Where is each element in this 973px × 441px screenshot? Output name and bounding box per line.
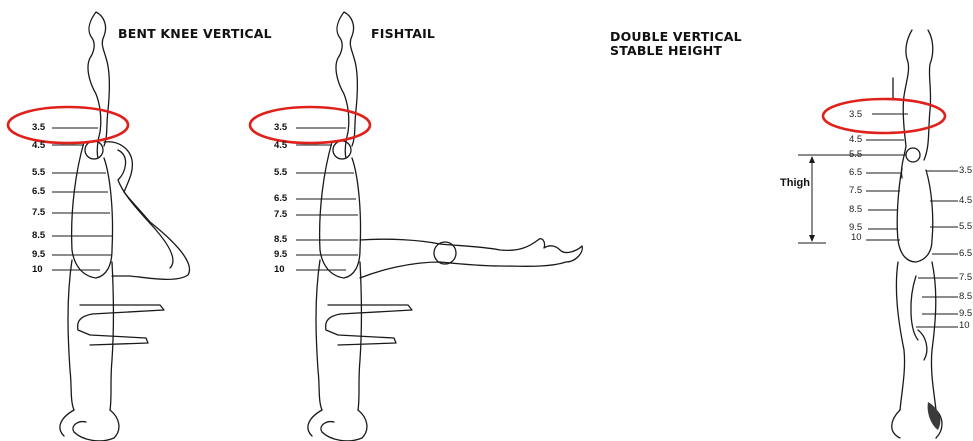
marker-label: 7.5 [849, 186, 862, 196]
marker-label: 10 [959, 321, 970, 331]
marker-label: 7.5 [959, 273, 972, 283]
marker-label: 9.5 [959, 309, 972, 319]
marker-label: 8.5 [959, 292, 972, 302]
marker-label: 6.5 [959, 249, 972, 259]
marker-label: 4.5 [849, 135, 862, 145]
marker-label: 5.5 [849, 150, 862, 160]
marker-label: 6.5 [849, 168, 862, 178]
marker-label: 3.5 [959, 166, 972, 176]
thigh-label: Thigh [780, 177, 810, 189]
highlight-ring-double-vertical [823, 99, 945, 133]
marker-label: 5.5 [959, 222, 972, 232]
marker-label: 8.5 [849, 205, 862, 215]
marker-label: 4.5 [959, 196, 972, 206]
marker-label: 3.5 [849, 110, 862, 120]
marker-label: 10 [851, 233, 862, 243]
